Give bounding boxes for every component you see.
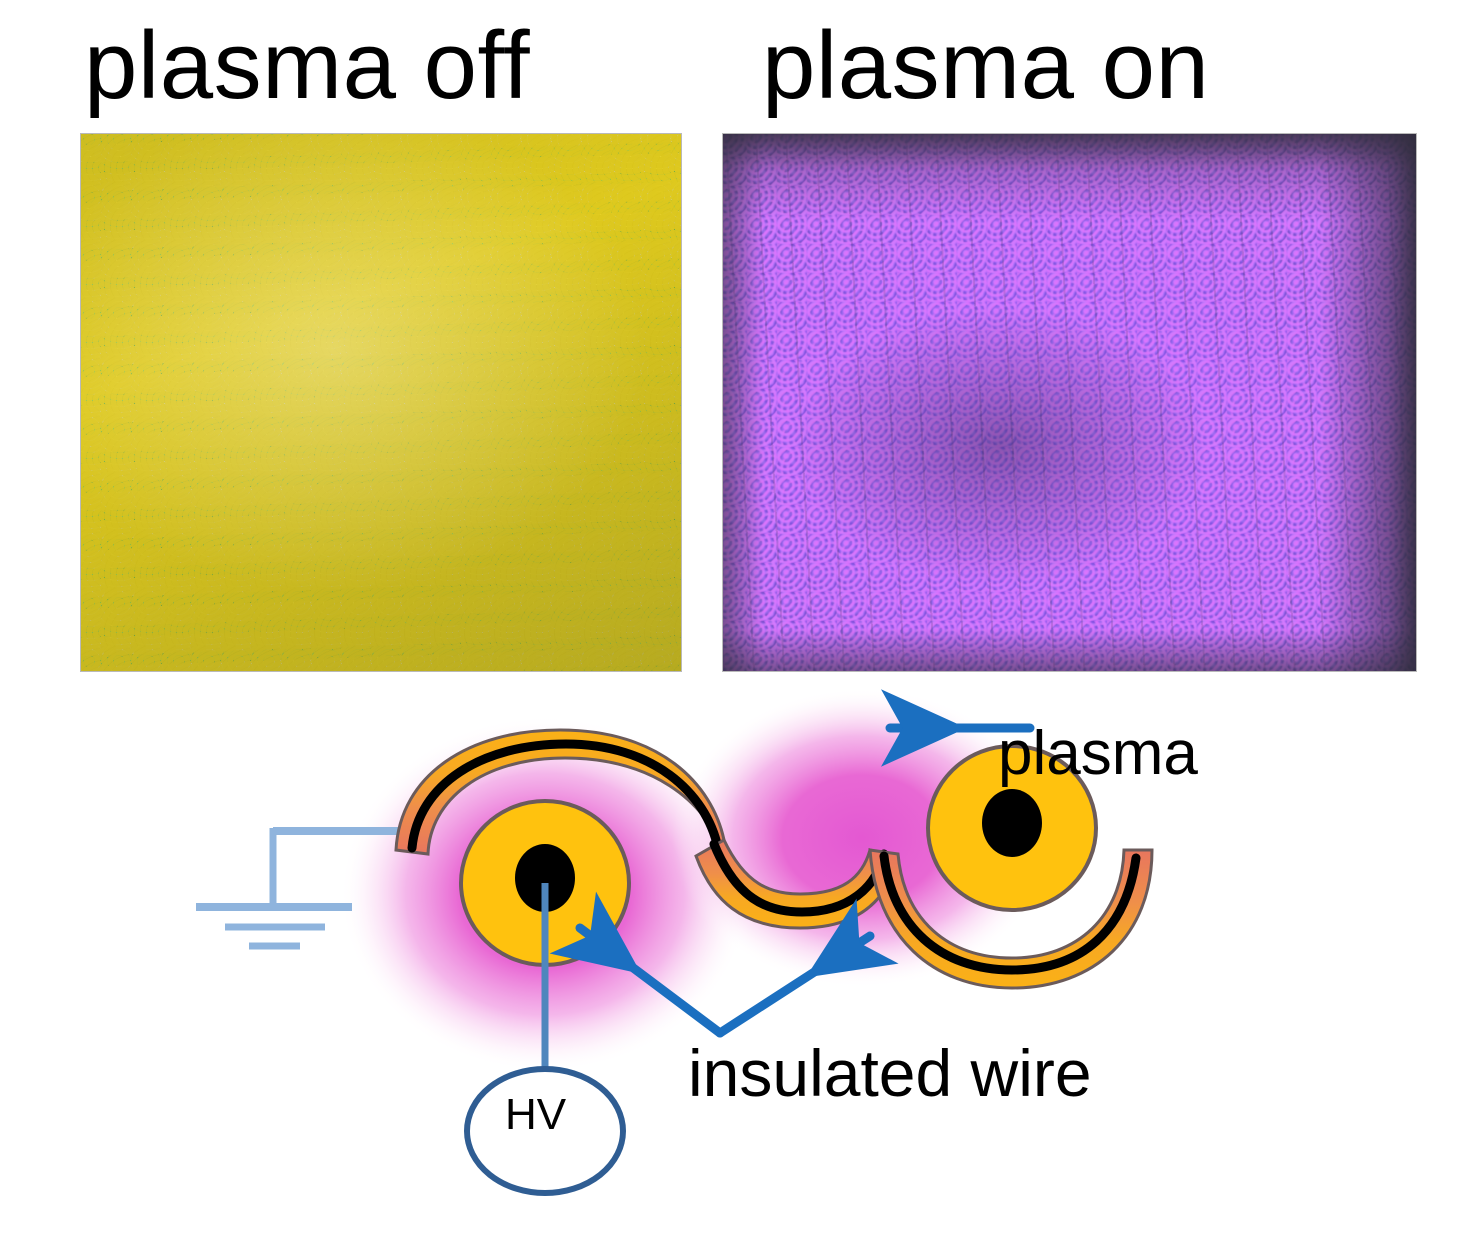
annotation-arrows (549, 689, 1035, 1038)
mesh-weave-overlay-b (81, 134, 681, 671)
wire-crossover-conductor (709, 839, 889, 917)
wire-lower-conductor (879, 851, 1141, 975)
plasma-center-shadow (723, 134, 1416, 671)
caption-plasma-on: plasma on (762, 12, 1210, 119)
ground-symbol-group (196, 827, 408, 950)
hv-source-circle (464, 1066, 626, 1196)
wire-lower-insulated (868, 848, 1154, 990)
wire-right-cross-section (926, 744, 1098, 912)
wire-upper-conductor (407, 739, 723, 853)
insulated-wire-arrow-right (715, 898, 899, 1038)
right-wire-conductor-core (982, 789, 1042, 857)
plasma-thread-streaks (723, 134, 1416, 671)
hv-source-group (464, 883, 626, 1196)
caption-plasma-off: plasma off (84, 12, 531, 119)
label-insulated-wire: insulated wire (688, 1036, 1092, 1110)
insulated-wire-arrow-left (549, 891, 725, 1038)
plasma-frame-vignette (723, 134, 1416, 671)
photo-plasma-off (80, 133, 682, 672)
label-plasma: plasma (998, 719, 1198, 788)
label-hv-source: HV (505, 1090, 567, 1139)
schematic-diagram (0, 688, 1480, 1235)
photo-plasma-on (722, 133, 1417, 672)
